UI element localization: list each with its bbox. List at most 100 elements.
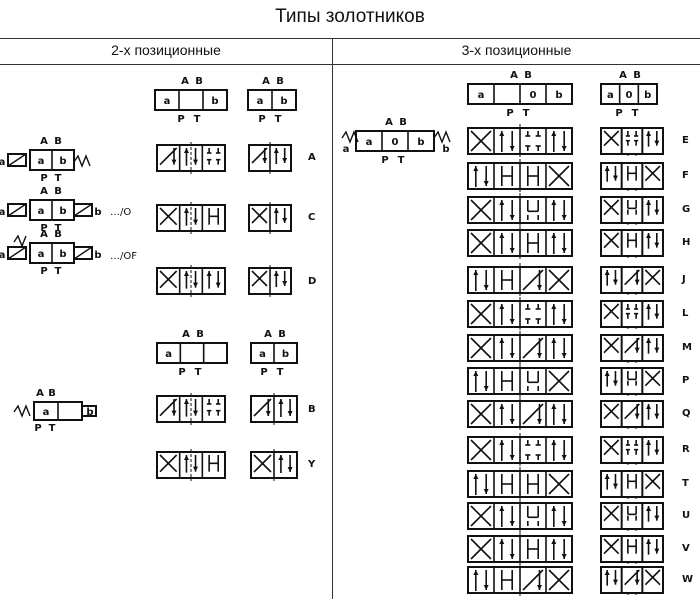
flow-arrowhead bbox=[499, 304, 505, 309]
port-P-label: P bbox=[40, 223, 47, 234]
port-T-label: T bbox=[55, 173, 62, 184]
port-P-label: P bbox=[40, 266, 47, 277]
flow-arrowhead bbox=[483, 285, 489, 290]
table-header-rule bbox=[0, 64, 700, 65]
solenoid-box bbox=[7, 203, 27, 217]
flow-arrowhead bbox=[193, 410, 199, 416]
flow-arrowhead bbox=[273, 148, 279, 153]
flow-arrowhead bbox=[509, 554, 515, 559]
header-three-position: 3-х позиционные bbox=[461, 42, 572, 58]
flow-arrowhead bbox=[646, 200, 652, 205]
position-label: 0 bbox=[530, 90, 537, 101]
flow-arrowhead bbox=[183, 399, 189, 404]
table-top-rule bbox=[0, 38, 700, 39]
flow-arrowhead bbox=[561, 554, 567, 559]
position-label: b bbox=[59, 206, 66, 217]
flow-line bbox=[548, 473, 570, 495]
flow-line bbox=[470, 199, 492, 221]
flow-arrowhead bbox=[537, 585, 542, 590]
code-label-Q: Q bbox=[682, 408, 691, 419]
valve-box bbox=[600, 229, 664, 257]
flow-line bbox=[603, 403, 620, 420]
solenoid-box bbox=[81, 405, 97, 417]
flow-arrowhead bbox=[278, 455, 284, 460]
port-B-label: B bbox=[276, 76, 284, 87]
position-label: a bbox=[607, 90, 614, 101]
flow-arrowhead bbox=[551, 506, 557, 511]
code-label-J: J bbox=[682, 274, 686, 285]
port-P-label: P bbox=[258, 114, 265, 125]
page-title: Типы золотников bbox=[275, 6, 425, 27]
flow-line bbox=[603, 439, 620, 456]
flow-arrowhead bbox=[509, 248, 515, 253]
position-label: b bbox=[59, 156, 66, 167]
flow-arrowhead bbox=[551, 539, 557, 544]
position-header-box bbox=[600, 83, 658, 105]
code-label-R: R bbox=[682, 444, 690, 455]
solenoid-diagonal bbox=[7, 203, 27, 217]
flow-arrowhead bbox=[612, 483, 618, 489]
suffix-OF: …/OF bbox=[110, 251, 137, 262]
flow-arrowhead bbox=[171, 159, 177, 165]
flow-line bbox=[470, 403, 492, 425]
flow-arrowhead bbox=[551, 233, 557, 238]
column-divider bbox=[332, 38, 333, 599]
position-header-box bbox=[156, 342, 228, 364]
flow-arrowhead bbox=[654, 449, 660, 455]
flow-arrowhead bbox=[551, 338, 557, 343]
flow-arrowhead bbox=[193, 159, 199, 165]
flow-arrowhead bbox=[287, 411, 293, 416]
code-label-D: D bbox=[308, 276, 317, 287]
port-B-label: B bbox=[524, 70, 532, 81]
flow-line bbox=[159, 454, 178, 473]
position-header-box bbox=[355, 130, 435, 152]
flow-arrowhead bbox=[262, 158, 268, 163]
suffix-O: …/O bbox=[110, 207, 132, 218]
flow-line bbox=[603, 303, 620, 320]
flow-arrowhead bbox=[473, 474, 479, 479]
flow-line bbox=[603, 337, 620, 354]
flow-line bbox=[548, 165, 570, 187]
flow-line bbox=[470, 337, 492, 359]
code-label-E: E bbox=[682, 135, 689, 146]
flow-arrowhead bbox=[654, 140, 660, 146]
flow-arrowhead bbox=[499, 131, 505, 136]
flow-line bbox=[603, 232, 620, 249]
flow-arrowhead bbox=[551, 304, 557, 309]
port-T-label: T bbox=[194, 114, 201, 125]
flow-arrowhead bbox=[287, 467, 293, 472]
position-label: a bbox=[165, 349, 172, 360]
flow-arrowhead bbox=[193, 466, 199, 472]
flow-line bbox=[548, 569, 570, 591]
flow-line bbox=[470, 303, 492, 325]
spring-icon bbox=[13, 404, 31, 418]
flow-arrowhead bbox=[499, 506, 505, 511]
flow-line bbox=[603, 199, 620, 216]
solenoid-diagonal bbox=[73, 246, 93, 260]
port-A-label: A bbox=[510, 70, 518, 81]
code-label-W: W bbox=[682, 574, 694, 585]
flow-arrowhead bbox=[646, 404, 652, 409]
flow-arrowhead bbox=[654, 347, 660, 353]
flow-arrowhead bbox=[499, 233, 505, 238]
flow-arrowhead bbox=[265, 411, 271, 416]
flow-arrowhead bbox=[473, 570, 479, 575]
flow-line bbox=[548, 370, 570, 392]
port-T-label: T bbox=[398, 155, 405, 166]
flow-arrowhead bbox=[646, 440, 652, 445]
port-A-label: A bbox=[182, 329, 190, 340]
flow-arrowhead bbox=[193, 219, 199, 225]
position-label: b bbox=[417, 137, 424, 148]
port-T-label: T bbox=[275, 114, 282, 125]
port-B-label: B bbox=[278, 329, 286, 340]
port-T-label: T bbox=[55, 266, 62, 277]
flow-line bbox=[644, 569, 661, 586]
flow-line bbox=[470, 439, 492, 461]
flow-arrowhead bbox=[561, 215, 567, 220]
flow-arrowhead bbox=[561, 419, 567, 424]
flow-arrowhead bbox=[278, 399, 284, 404]
flow-arrowhead bbox=[646, 233, 652, 238]
port-P-label: P bbox=[177, 114, 184, 125]
port-B-label: B bbox=[195, 76, 203, 87]
flow-arrowhead bbox=[509, 353, 515, 358]
